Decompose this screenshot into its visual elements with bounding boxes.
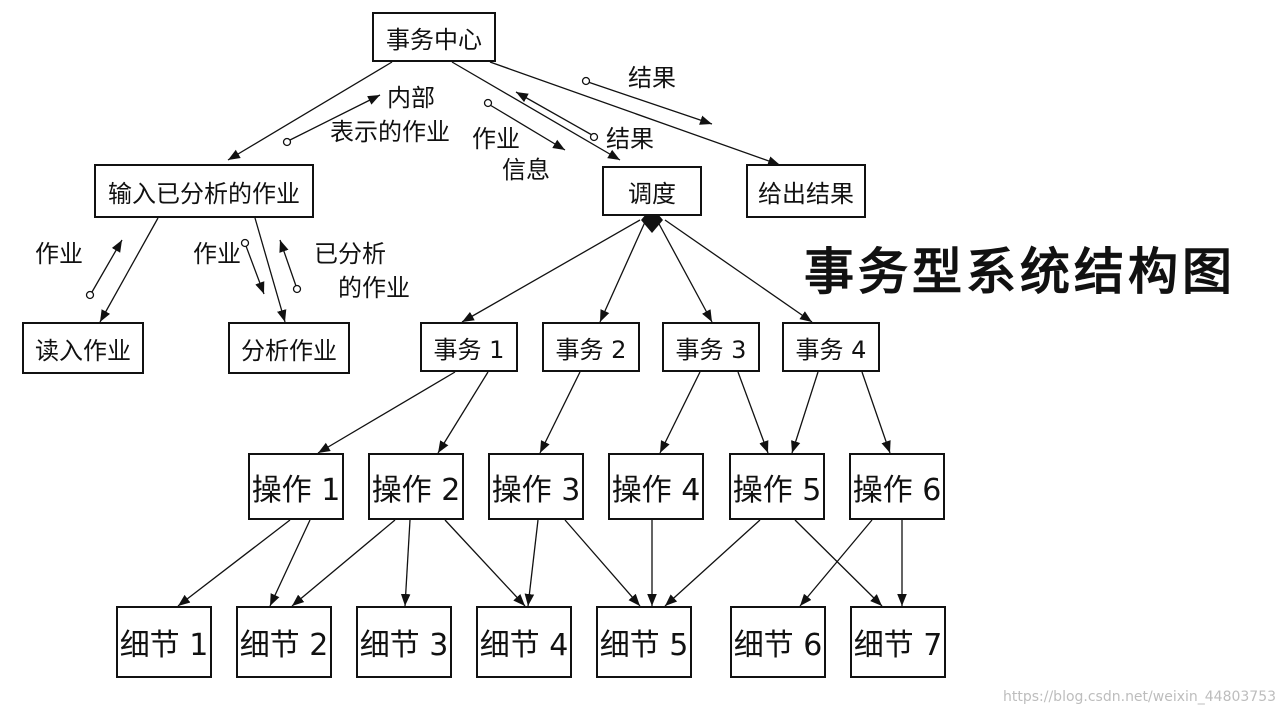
node-transaction-4: 事务 4 [782, 322, 880, 372]
flow-label-analyzed-line2: 的作业 [338, 274, 410, 302]
edge-op1-d2 [269, 519, 311, 607]
flow-origin-circle [240, 238, 250, 248]
node-transaction-center: 事务中心 [372, 12, 496, 62]
edge-op6-d6 [799, 519, 873, 607]
diagram-title: 事务型系统结构图 [804, 243, 1236, 301]
edge-op5-d7 [794, 519, 883, 607]
node-detail-7: 细节 7 [850, 606, 946, 678]
flow-label-result-mid: 结果 [606, 125, 654, 153]
node-analyze-job: 分析作业 [228, 322, 350, 374]
node-detail-5: 细节 5 [596, 606, 692, 678]
node-transaction-2: 事务 2 [542, 322, 640, 372]
edge-dispatch-t3 [657, 221, 713, 323]
node-input-analyzed-job: 输入已分析的作业 [94, 164, 314, 218]
node-transaction-3: 事务 3 [662, 322, 760, 372]
flow-label-result-top: 结果 [628, 64, 676, 92]
flow-label-job-mid: 作业 [193, 240, 241, 268]
edge-op5-d5 [664, 519, 761, 607]
flow-result-top [587, 81, 713, 125]
edge-t4-op6 [861, 371, 891, 454]
flow-label-internal-line2: 表示的作业 [330, 118, 450, 146]
flow-origin-circle [581, 76, 591, 86]
node-operation-4: 操作 4 [608, 453, 704, 520]
edge-op3-d4 [524, 519, 539, 607]
flow-label-internal-line1: 内部 [387, 84, 435, 112]
edge-center-output [489, 61, 781, 166]
flow-label-job-left: 作业 [35, 240, 83, 268]
node-output-result: 给出结果 [746, 164, 866, 218]
edge-t1-op2 [437, 371, 489, 454]
node-read-job: 读入作业 [22, 322, 144, 374]
node-detail-6: 细节 6 [730, 606, 826, 678]
edge-op2-d4 [444, 519, 526, 607]
node-detail-1: 细节 1 [116, 606, 212, 678]
flow-origin-circle [282, 137, 292, 147]
edge-op2-d3 [400, 519, 411, 607]
edge-t2-op3 [539, 371, 581, 454]
edge-op3-d5 [564, 519, 641, 607]
edge-center-input [227, 61, 393, 161]
flow-job-left [91, 239, 123, 293]
edge-dispatch-t1 [461, 219, 641, 323]
node-operation-3: 操作 3 [488, 453, 584, 520]
node-detail-2: 细节 2 [236, 606, 332, 678]
flow-origin-circle [292, 284, 302, 294]
flow-origin-circle [483, 98, 493, 108]
flow-label-job-info-line1: 作业 [472, 125, 520, 153]
flow-job-mid [245, 245, 265, 295]
node-detail-4: 细节 4 [476, 606, 572, 678]
flow-label-job-info-line2: 信息 [502, 156, 550, 184]
edge-input-read [99, 217, 159, 323]
edge-t3-op4 [659, 371, 701, 454]
flow-result-mid [515, 91, 593, 136]
flow-analyzed-job [279, 239, 297, 287]
edge-dispatch-t4 [664, 219, 813, 323]
edge-dispatch-t2 [599, 221, 646, 323]
edge-t3-op5 [737, 371, 769, 454]
node-operation-1: 操作 1 [248, 453, 344, 520]
edge-center-dispatch [451, 61, 621, 161]
flow-origin-circle [589, 132, 599, 142]
edge-t1-op1 [317, 371, 456, 454]
flow-origin-circle [85, 290, 95, 300]
edge-input-analyze [254, 217, 287, 323]
edge-t4-op5 [791, 371, 819, 454]
flow-label-analyzed-line1: 已分析 [314, 240, 386, 268]
node-operation-5: 操作 5 [729, 453, 825, 520]
flow-job-info [489, 104, 566, 151]
node-operation-2: 操作 2 [368, 453, 464, 520]
edge-op2-d2 [291, 519, 396, 607]
flow-internal-job [289, 94, 381, 141]
node-detail-3: 细节 3 [356, 606, 452, 678]
node-transaction-1: 事务 1 [420, 322, 518, 372]
edge-op1-d1 [177, 519, 291, 607]
node-dispatch: 调度 [602, 166, 702, 216]
watermark-url: https://blog.csdn.net/weixin_44803753 [1003, 689, 1277, 705]
node-operation-6: 操作 6 [849, 453, 945, 520]
